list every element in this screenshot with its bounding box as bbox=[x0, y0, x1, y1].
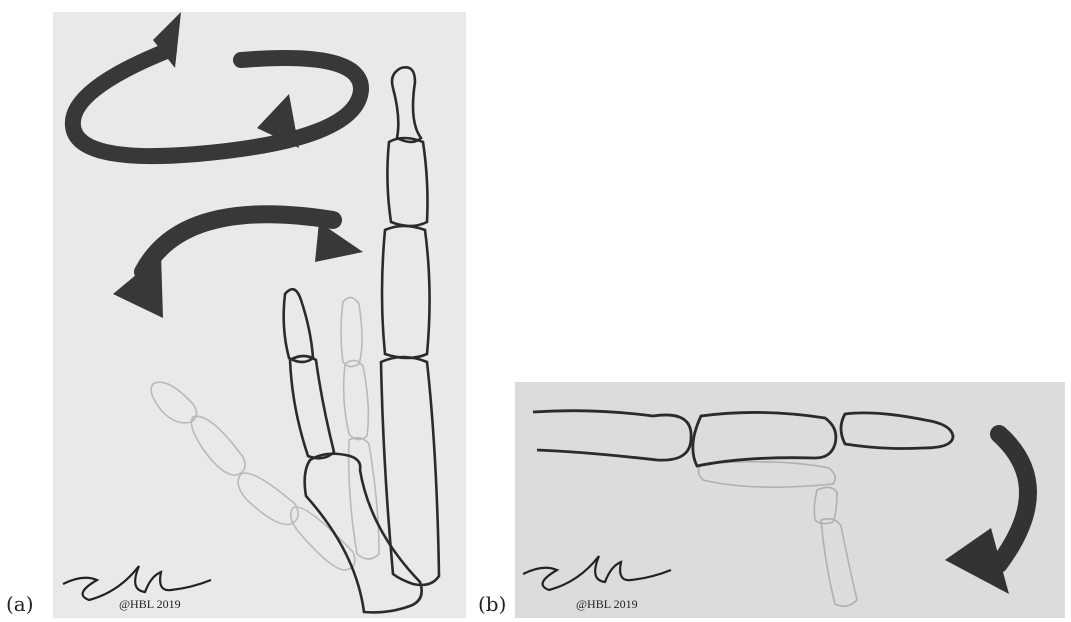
paper-background bbox=[515, 382, 1065, 618]
panel-b-credit: @HBL 2019 bbox=[576, 597, 638, 612]
panel-a-drawing bbox=[53, 12, 466, 618]
panel-a-label: (a) bbox=[6, 592, 34, 616]
panel-b-label: (b) bbox=[478, 592, 506, 616]
paper-background bbox=[53, 12, 466, 618]
panel-b-drawing bbox=[515, 382, 1065, 618]
panel-a-credit: @HBL 2019 bbox=[119, 597, 181, 612]
